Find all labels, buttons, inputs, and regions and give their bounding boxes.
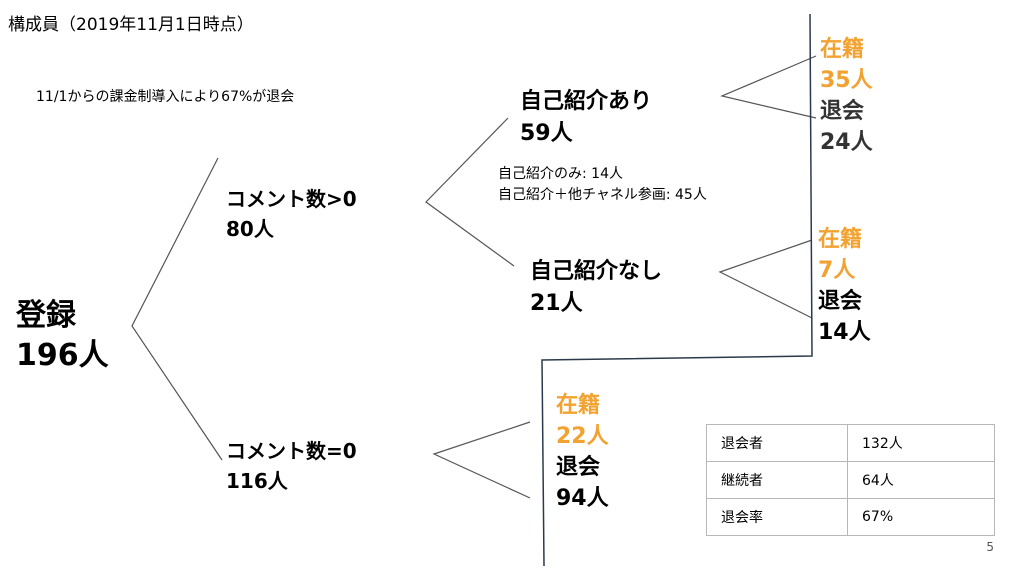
summary-label-rate: 退会率 — [706, 498, 848, 536]
node-intro-no: 自己紹介なし 21人 — [530, 256, 662, 320]
node-intro-no-label: 自己紹介なし — [530, 259, 663, 284]
node-comments-positive-count: 80人 — [226, 217, 274, 241]
summary-row-left: 退会者 132人 — [706, 424, 995, 462]
node-comments-positive-label: コメント数>0 — [226, 187, 357, 211]
outcome-intro-yes: 在籍 35人 退会 24人 — [820, 34, 873, 158]
node-comments-zero-label: コメント数=0 — [226, 439, 357, 463]
summary-value-rate: 67% — [847, 498, 995, 536]
page-number: 5 — [986, 540, 994, 554]
outcome-zero-left-label: 退会 — [556, 455, 601, 480]
node-root-count: 196人 — [16, 338, 109, 373]
intro-note-plus-channels: 自己紹介＋他チャネル参画: 45人 — [498, 187, 707, 203]
connector-root — [131, 157, 223, 461]
slide-title: 構成員（2019年11月1日時点） — [8, 15, 254, 35]
outcome-intro-yes-left-count: 24人 — [820, 130, 873, 155]
outcome-intro-yes-active-label: 在籍 — [820, 37, 865, 62]
connector-intro-yes — [720, 55, 817, 119]
separator-line — [541, 13, 813, 567]
outcome-zero-active-count: 22人 — [556, 424, 609, 449]
summary-row-continuing: 継続者 64人 — [706, 461, 995, 499]
summary-label-continuing: 継続者 — [706, 461, 848, 499]
node-comments-zero-count: 116人 — [226, 469, 288, 493]
node-root-label: 登録 — [16, 298, 76, 333]
outcome-intro-no-left-count: 14人 — [818, 320, 871, 345]
node-intro-yes-count: 59人 — [520, 121, 573, 146]
outcome-intro-yes-active-count: 35人 — [820, 68, 873, 93]
summary-value-left: 132人 — [847, 424, 995, 462]
outcome-zero-active-label: 在籍 — [556, 393, 601, 418]
connector-intro-no — [718, 239, 813, 319]
node-comments-positive: コメント数>0 80人 — [226, 184, 357, 244]
node-intro-no-count: 21人 — [530, 291, 583, 316]
node-intro-yes: 自己紹介あり 59人 — [520, 86, 652, 150]
slide-subtitle: 11/1からの課金制導入により67%が退会 — [36, 89, 295, 105]
node-intro-yes-label: 自己紹介あり — [520, 89, 653, 114]
outcome-intro-no: 在籍 7人 退会 14人 — [818, 224, 871, 348]
summary-value-continuing: 64人 — [847, 461, 995, 499]
intro-note-only: 自己紹介のみ: 14人 — [498, 166, 623, 182]
summary-table: 退会者 132人 継続者 64人 退会率 67% — [706, 424, 995, 536]
connector-comments-zero — [432, 421, 531, 499]
intro-notes: 自己紹介のみ: 14人 自己紹介＋他チャネル参画: 45人 — [498, 164, 707, 206]
outcome-comments-zero: 在籍 22人 退会 94人 — [556, 390, 609, 514]
outcome-intro-no-active-count: 7人 — [818, 258, 856, 283]
summary-row-rate: 退会率 67% — [706, 498, 995, 536]
outcome-intro-yes-left-label: 退会 — [820, 99, 865, 124]
node-root: 登録 196人 — [16, 296, 109, 376]
outcome-intro-no-left-label: 退会 — [818, 289, 863, 314]
node-comments-zero: コメント数=0 116人 — [226, 436, 357, 496]
connector-comments-positive — [425, 117, 515, 267]
outcome-zero-left-count: 94人 — [556, 486, 609, 511]
summary-label-left: 退会者 — [706, 424, 848, 462]
outcome-intro-no-active-label: 在籍 — [818, 227, 863, 252]
